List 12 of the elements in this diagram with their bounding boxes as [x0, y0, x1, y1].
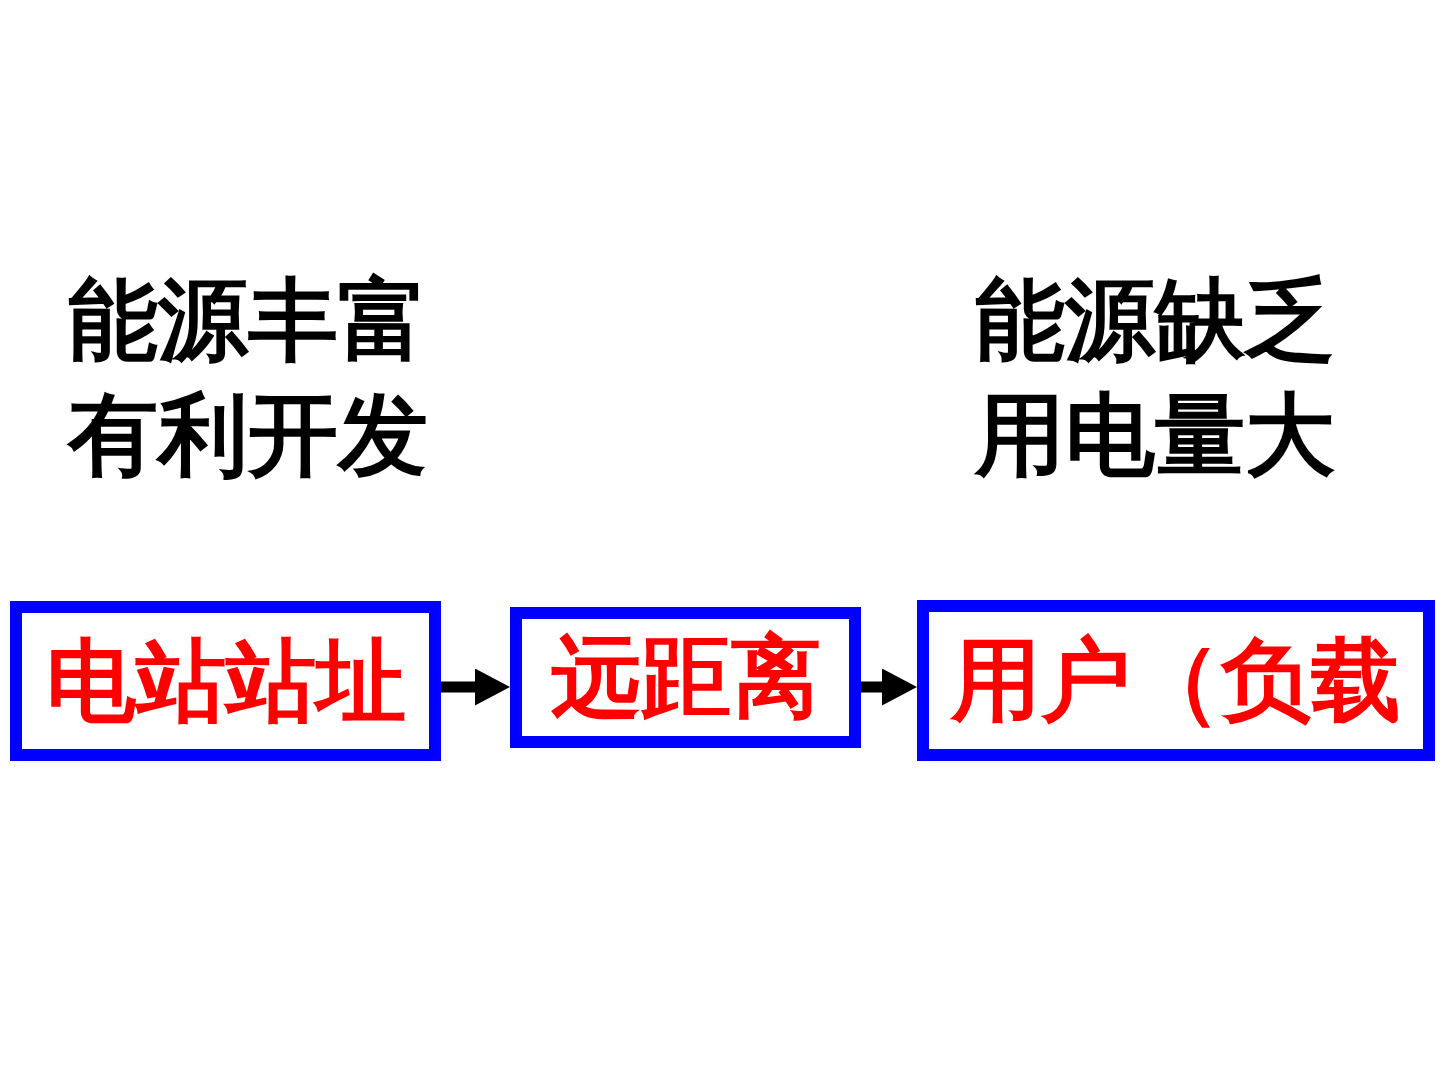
- process-box: [917, 600, 1435, 761]
- process-box: [510, 607, 861, 748]
- note-text: 用电量大: [975, 381, 1335, 489]
- note-text: 能源丰富: [68, 266, 428, 374]
- box-label: 用户（负载: [951, 633, 1401, 728]
- note-text: 能源缺乏: [975, 266, 1335, 374]
- note-text: 有利开发: [68, 381, 428, 489]
- arrow: [441, 668, 510, 706]
- box-label: 电站站址: [45, 633, 406, 729]
- arrow: [861, 668, 917, 706]
- process-box: [10, 601, 441, 761]
- box-label: 远距离: [550, 630, 821, 725]
